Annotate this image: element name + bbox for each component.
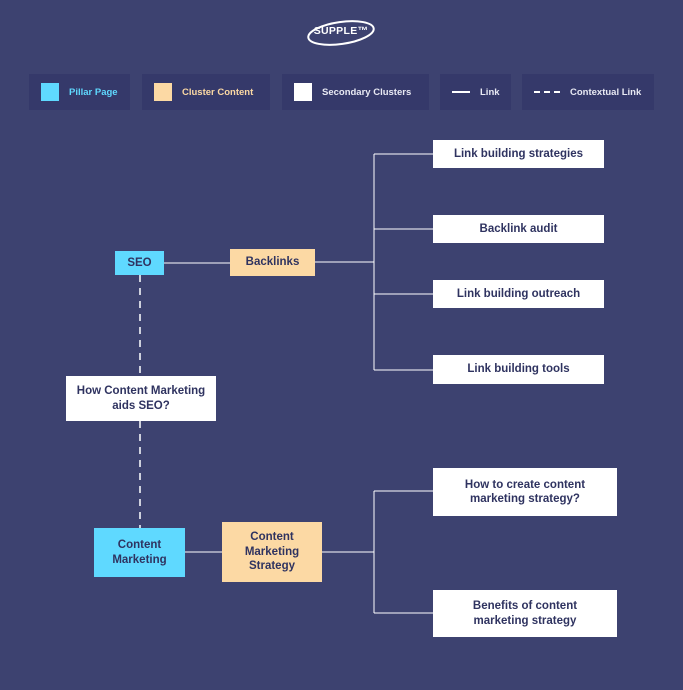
node-how-content-marketing-aids-seo: How Content Marketing aids SEO? <box>66 376 216 421</box>
legend-cluster-content: Cluster Content <box>142 74 270 110</box>
node-seo: SEO <box>115 251 164 275</box>
legend-pillar-label: Pillar Page <box>69 86 118 98</box>
node-link-building-tools: Link building tools <box>433 355 604 384</box>
legend-link: Link <box>440 74 511 110</box>
legend-pillar-page: Pillar Page <box>29 74 130 110</box>
node-how-to-create-strategy: How to create content marketing strategy… <box>433 468 617 516</box>
node-link-building-outreach: Link building outreach <box>433 280 604 308</box>
legend-cluster-swatch <box>154 83 172 101</box>
legend-secondary-clusters: Secondary Clusters <box>282 74 429 110</box>
legend-secondary-label: Secondary Clusters <box>322 86 412 98</box>
logo-swoosh-icon <box>307 20 375 46</box>
legend-cluster-label: Cluster Content <box>182 86 254 98</box>
legend-solid-line-icon <box>452 91 470 93</box>
node-backlinks: Backlinks <box>230 249 315 276</box>
supple-logo: SUPPLE™ <box>305 18 377 48</box>
legend-contextual-link-label: Contextual Link <box>570 86 642 98</box>
legend-pillar-swatch <box>41 83 59 101</box>
legend-secondary-swatch <box>294 83 312 101</box>
node-benefits-of-strategy: Benefits of content marketing strategy <box>433 590 617 637</box>
node-link-building-strategies: Link building strategies <box>433 140 604 168</box>
node-content-marketing: Content Marketing <box>94 528 185 577</box>
legend-dashed-line-icon <box>534 91 560 93</box>
legend-contextual-link: Contextual Link <box>522 74 654 110</box>
legend-link-label: Link <box>480 86 500 98</box>
node-backlink-audit: Backlink audit <box>433 215 604 243</box>
node-content-marketing-strategy: Content Marketing Strategy <box>222 522 322 582</box>
logo-text: SUPPLE™ <box>313 25 369 37</box>
